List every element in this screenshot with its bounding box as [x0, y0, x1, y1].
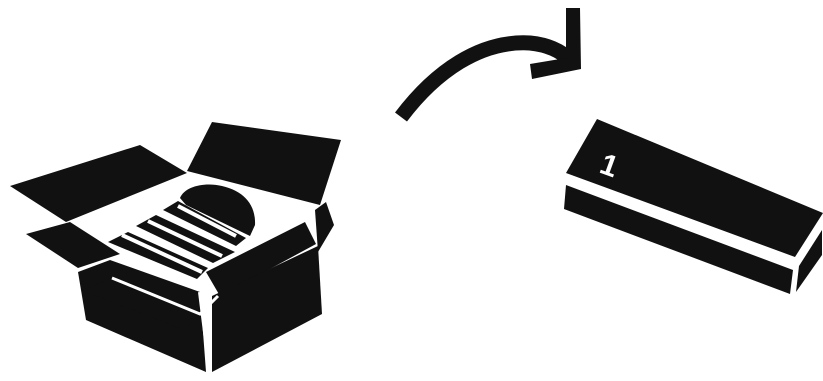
box-left-inner-flap: [26, 222, 120, 268]
box-right-flap: [315, 202, 334, 252]
open-box-icon: [10, 122, 341, 372]
bar-part-icon: 1: [564, 119, 823, 294]
curved-arrow-icon: [401, 8, 581, 117]
box-left-flap: [10, 145, 187, 222]
arrow-shaft: [401, 43, 570, 117]
